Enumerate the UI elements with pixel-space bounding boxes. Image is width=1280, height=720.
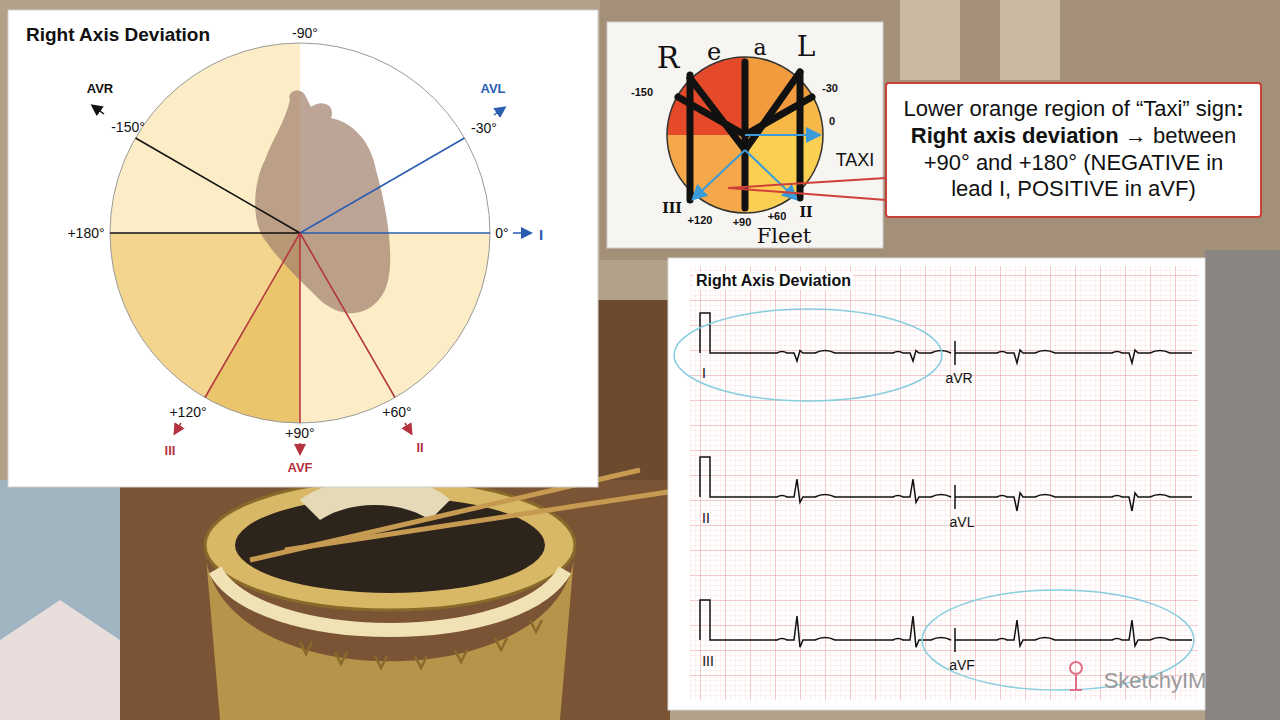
lead-arrow — [299, 443, 301, 453]
mnemonic-letter: a — [753, 37, 766, 59]
heart-outline — [255, 90, 390, 313]
lead-axis — [300, 233, 395, 398]
degree-label: +60° — [382, 405, 411, 419]
bucket-marks — [300, 620, 542, 668]
scene-box — [0, 600, 120, 720]
lead-arrow — [494, 108, 504, 115]
mnemonic-degree: 0 — [829, 116, 835, 127]
panel-title: Right Axis Deviation — [24, 24, 212, 46]
ecg-lead-label: III — [702, 654, 714, 668]
lead-name: II — [416, 441, 423, 454]
scene-window — [900, 0, 960, 80]
mnemonic-sector — [745, 96, 823, 135]
lead-axis — [300, 138, 465, 233]
mnemonic-sector — [745, 135, 823, 213]
ecg-grid — [690, 266, 1198, 700]
mnemonic-degree: +90 — [733, 217, 752, 228]
mnemonic-degree: +120 — [688, 215, 713, 226]
ecg-lead-label: aVR — [945, 371, 972, 385]
ecg-trace — [700, 457, 1192, 511]
callout-text: Lower orange region of “Taxi” sign: Righ… — [901, 96, 1246, 203]
lead-name: AVR — [87, 82, 113, 95]
degree-label: 0° — [495, 226, 508, 240]
watermark-icon — [1070, 662, 1082, 690]
ecg-trace — [700, 600, 1192, 652]
ecg-trace — [700, 313, 1192, 365]
axis-circle — [110, 43, 490, 423]
ecg-lead-label: aVL — [950, 515, 975, 529]
lead-arrow — [513, 232, 530, 234]
degree-label: +90° — [285, 426, 314, 440]
lead-axis — [110, 232, 300, 234]
mnemonic-letter: e — [707, 40, 721, 64]
scene-pillar — [1205, 250, 1280, 720]
scene-street — [0, 480, 130, 720]
mnemonic-word: Fleet — [757, 226, 812, 247]
ecg-lead-label: aVF — [949, 658, 975, 672]
ecg-lead-label: II — [702, 511, 710, 525]
lead-name: AVL — [480, 82, 505, 95]
degree-label: -90° — [292, 26, 318, 40]
callout-pointer — [728, 178, 886, 188]
bucket-band — [215, 570, 565, 630]
ecg-panel-ground — [668, 258, 1205, 710]
mnemonic-letter: L — [797, 33, 816, 61]
axis-circle-outline — [110, 43, 490, 423]
lead-name: I — [539, 227, 543, 242]
callout-line: Lower orange region of “Taxi” sign — [904, 96, 1237, 121]
lead-axis — [299, 233, 301, 423]
axis-sector — [110, 233, 300, 423]
mnemonic-panel — [607, 22, 883, 248]
mnemonic-arrow — [694, 150, 745, 198]
ecg-lead-label: I — [702, 366, 706, 380]
lead-arrow — [93, 106, 104, 114]
mnemonic-word: TAXI — [836, 151, 875, 169]
lead-axis — [300, 232, 490, 234]
lead-name: AVF — [287, 461, 312, 474]
lead-arrow — [175, 423, 181, 433]
degree-label: +120° — [169, 405, 206, 419]
bucket-opening — [235, 497, 545, 593]
scene-window — [1000, 0, 1060, 80]
callout-box: Lower orange region of “Taxi” sign: Righ… — [885, 82, 1262, 218]
scene-building — [600, 0, 1280, 260]
degree-label: -150° — [111, 120, 145, 134]
panel-ground — [8, 10, 598, 487]
lead-arrow — [405, 423, 411, 433]
pointer-stick — [285, 492, 668, 550]
mnemonic-letter: R — [657, 43, 680, 73]
scene-wood — [120, 480, 670, 720]
mnemonic-degree: -150 — [631, 87, 653, 98]
lead-axis — [136, 138, 301, 233]
mnemonic-degree: -30 — [822, 83, 838, 94]
mnemonic-arrow — [745, 134, 818, 136]
lead-name: III — [165, 444, 176, 457]
panel-title: Right Axis Deviation — [694, 272, 853, 290]
callout-pointer — [728, 188, 886, 200]
degree-label: +180° — [67, 226, 104, 240]
lead-axis — [205, 233, 300, 398]
degree-label: -30° — [471, 121, 497, 135]
mnemonic-lead: II — [799, 205, 812, 219]
watermark: SketchyIM — [1104, 670, 1207, 692]
highlight-ellipse — [674, 309, 942, 401]
ecg-panel: Right Axis Deviation — [668, 258, 1205, 710]
mnemonic-degree: +60 — [768, 211, 787, 222]
mnemonic-lead: III — [662, 201, 682, 215]
